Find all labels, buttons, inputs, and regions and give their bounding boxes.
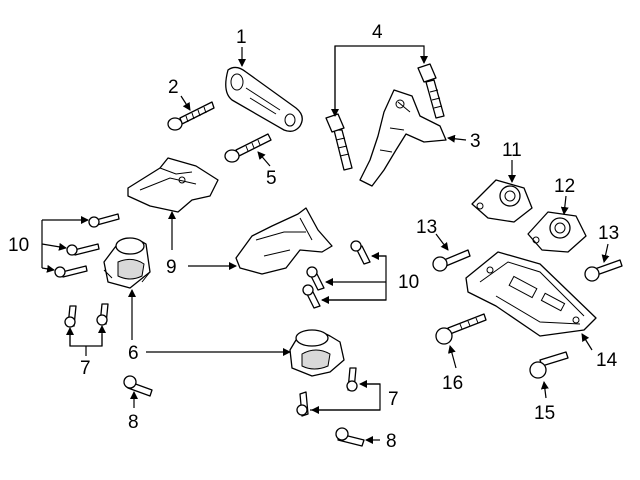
callout-4: 4 [372,22,383,43]
callout-13-left: 13 [416,217,437,238]
part-9-bracket-lower [235,207,333,275]
part-7-bolts-right [296,367,358,417]
part-1-torque-rod [225,66,303,132]
part-2-bolt [167,101,215,131]
part-13-bolts [432,249,623,282]
callout-6: 6 [128,343,139,364]
callout-10-left: 10 [8,235,29,256]
callout-8-right: 8 [386,431,397,452]
part-9-bracket-upper [127,157,219,213]
callout-16: 16 [442,373,463,394]
part-11-mount [471,179,533,223]
callout-3: 3 [470,131,481,152]
part-14-crossmember [465,251,597,337]
callout-2: 2 [168,77,179,98]
part-8-bolts [123,375,365,447]
part-6-mount-right [289,329,345,377]
part-10-bolts-right [302,240,371,309]
callout-labels: 1 2 3 4 5 6 7 7 8 8 9 10 10 11 12 13 13 … [8,22,619,452]
part-3-bracket [359,89,447,187]
part-16-bolt [435,313,487,345]
callout-8-left: 8 [128,412,139,433]
part-10-bolts-left [54,213,120,278]
part-15-bolt [529,351,569,379]
callout-15: 15 [534,403,555,424]
callout-13-right: 13 [598,223,619,244]
part-12-mount [527,211,587,253]
callout-12: 12 [554,176,575,197]
part-6-mount-left [103,237,151,289]
part-7-bolts-left [64,303,109,328]
callout-5: 5 [266,168,277,189]
callout-7-left: 7 [80,358,91,379]
callout-11: 11 [502,140,522,161]
callout-7-right: 7 [388,389,399,410]
leader-lines [41,45,610,444]
callout-10-right: 10 [398,272,419,293]
callout-9: 9 [166,257,177,278]
part-5-bolt [224,133,272,163]
callout-14: 14 [596,350,618,371]
callout-1: 1 [236,27,247,48]
